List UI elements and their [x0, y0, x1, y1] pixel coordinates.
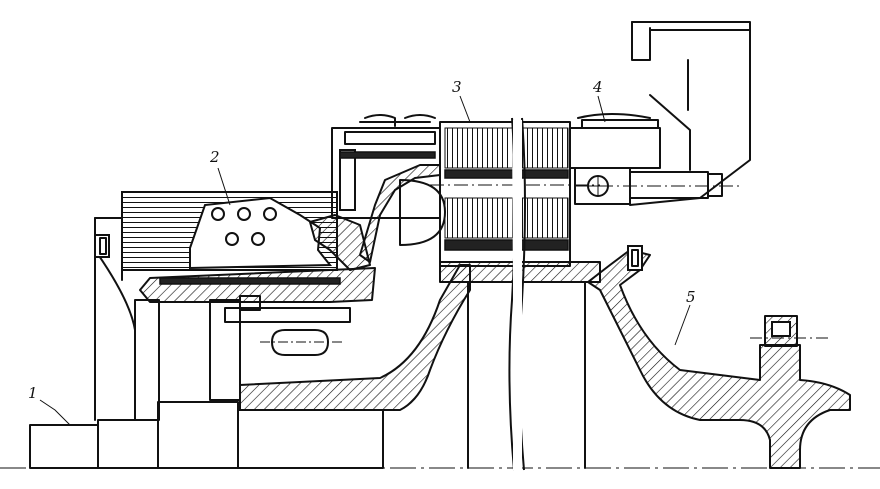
central-shaft — [467, 281, 586, 469]
callout-5: 5 — [686, 288, 696, 306]
break-lines — [508, 117, 526, 471]
callout-3: 3 — [452, 78, 462, 96]
shaft-steps — [29, 401, 384, 469]
hub-casting-right — [587, 245, 851, 469]
central-rotor — [430, 121, 601, 283]
stator-housing-right — [569, 21, 751, 206]
stator-fins — [121, 191, 338, 271]
callout-4: 4 — [593, 78, 603, 96]
rotor-core-left — [139, 267, 376, 356]
stator-housing-left — [331, 114, 446, 246]
callout-1: 1 — [28, 384, 38, 402]
callout-2: 2 — [210, 148, 220, 166]
leader-lines — [39, 95, 691, 426]
